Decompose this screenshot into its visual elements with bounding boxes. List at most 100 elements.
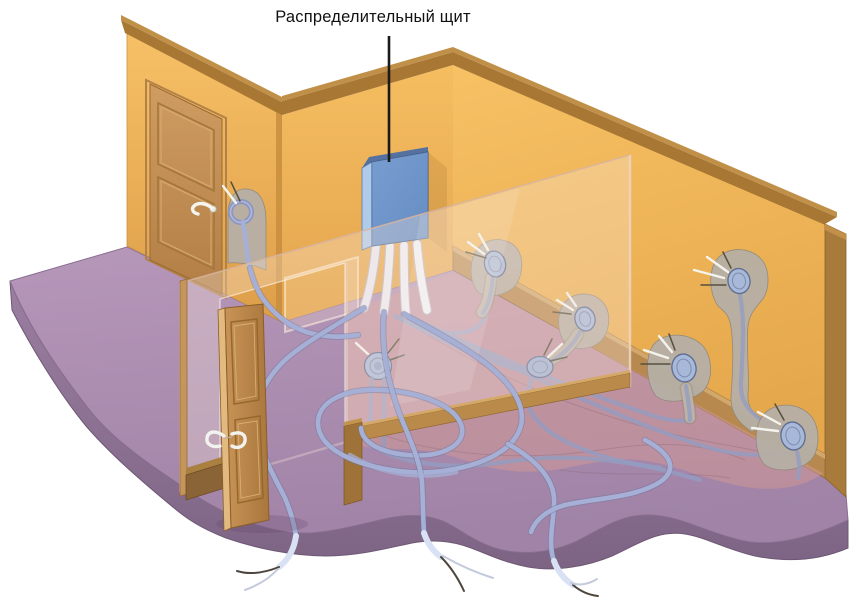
wall-outlet-1	[465, 232, 523, 319]
floor-cable	[528, 437, 673, 535]
outlet-cable	[794, 449, 802, 481]
cable-wire-end	[440, 556, 465, 592]
floor-cable	[392, 303, 491, 336]
open-door-handle-icon	[205, 430, 247, 450]
cable-wire-end	[572, 584, 599, 597]
conduit	[400, 241, 410, 318]
right-wall-top-edge	[453, 52, 837, 230]
outlet-wire-dark-icon	[668, 333, 676, 351]
closed-door-panel-top-inner	[160, 106, 212, 188]
floor-cable	[505, 441, 557, 564]
outlet-wire-icon	[477, 232, 490, 252]
glass-top-edge	[179, 154, 631, 284]
outlet-wire-dark-icon	[387, 338, 400, 354]
outlet-wire-icon	[657, 334, 674, 354]
outlet-wire-dark-icon	[465, 251, 487, 259]
floor-cable	[347, 452, 459, 478]
outlet-wire-icon	[565, 291, 578, 308]
outlet-wire-dark-icon	[389, 354, 405, 361]
annotation: Распределительный щит	[275, 8, 471, 162]
right-wall-section-face	[824, 223, 847, 498]
outlet-box	[574, 306, 596, 332]
outlet-wire-icon	[354, 341, 370, 356]
box-shadow	[428, 152, 447, 252]
right-wall-section-light	[825, 224, 846, 240]
floor-cable	[405, 313, 691, 423]
outlet-box	[483, 250, 507, 278]
closed-door-leaf	[149, 83, 223, 295]
floor-cable	[380, 309, 427, 536]
cable-wire-end	[442, 555, 494, 579]
outlet-wire-dark-icon	[774, 403, 785, 421]
wall-outlet-2	[526, 291, 610, 379]
outlet-box	[671, 353, 697, 383]
door-threshold-top	[186, 455, 228, 475]
transparent-wall	[179, 154, 632, 506]
left-wall-top-edge	[121, 20, 282, 115]
outlet-wire-icon	[466, 240, 486, 256]
coil-wire-dark-icon	[230, 181, 241, 202]
outlet-box	[780, 421, 806, 451]
left-wall	[121, 15, 283, 323]
outlet-box	[727, 267, 751, 295]
back-wall-top-edge	[282, 52, 453, 115]
figure-label: Распределительный щит	[275, 8, 471, 26]
cable-wire-end	[236, 566, 280, 575]
wall-outlet-4	[750, 403, 819, 481]
outlet-wire-icon	[756, 410, 782, 426]
outlet-wire-icon	[692, 268, 726, 280]
back-wall-top-face	[282, 47, 453, 101]
conduit-bundle	[359, 239, 432, 319]
floor-cable	[247, 265, 361, 340]
outlet-box-inner	[785, 426, 801, 446]
open-door-panel-top-inner	[233, 322, 257, 401]
cable-wire-end	[570, 578, 598, 586]
floor-cables-front	[236, 264, 674, 597]
cable-wire-end	[244, 568, 279, 591]
outlet-box-inner	[578, 311, 592, 327]
open-door	[179, 278, 308, 533]
wall-outlet-3	[640, 333, 711, 425]
cable-sheath-end	[276, 533, 299, 570]
outlet-cable	[683, 383, 693, 423]
conduit	[380, 242, 394, 316]
outlet-wire-icon	[750, 426, 780, 433]
outlet-recess-channel	[710, 249, 769, 433]
door-frame-post	[179, 278, 188, 497]
glass-baseboard-top	[347, 370, 630, 429]
outlet-cable	[480, 273, 496, 316]
closed-door	[145, 78, 227, 300]
right-wall-top-face	[453, 47, 837, 217]
closed-door-panel-bottom	[157, 175, 215, 271]
open-door-panel-bottom-inner	[237, 420, 261, 499]
outlet-wire-dark-icon	[552, 311, 572, 315]
outlet-box-inner	[488, 255, 502, 273]
coil-wire-icon	[221, 184, 238, 205]
cable-sheath-end	[421, 530, 444, 560]
glass-wall-post-section	[343, 421, 363, 506]
distribution-board	[359, 147, 447, 319]
outlet-wire-dark-icon	[722, 251, 732, 269]
outlet-box-inner	[731, 272, 747, 290]
open-door-panel-bottom	[234, 415, 264, 504]
open-door-panel-top	[230, 318, 260, 405]
floor-contour	[559, 469, 731, 479]
outlet-box-inner	[676, 358, 692, 378]
closed-door-panel-top	[157, 101, 215, 193]
left-wall-top-face	[121, 15, 282, 102]
outlet-box-core	[374, 362, 382, 370]
conduit	[413, 240, 431, 314]
glass-streak	[390, 188, 520, 406]
closed-door-panel-bottom-inner	[160, 180, 212, 266]
door-handle-icon	[190, 201, 217, 216]
outlet-wire-icon	[555, 298, 575, 312]
wall-corner-strip	[276, 112, 283, 322]
outlet-wire-icon	[642, 348, 670, 360]
floor-cable-loops	[315, 311, 525, 475]
conduit	[360, 242, 380, 312]
glass-wall-post-top	[344, 418, 362, 426]
distribution-box-front-sheen	[372, 152, 428, 246]
outlet-wire-icon	[705, 255, 730, 274]
